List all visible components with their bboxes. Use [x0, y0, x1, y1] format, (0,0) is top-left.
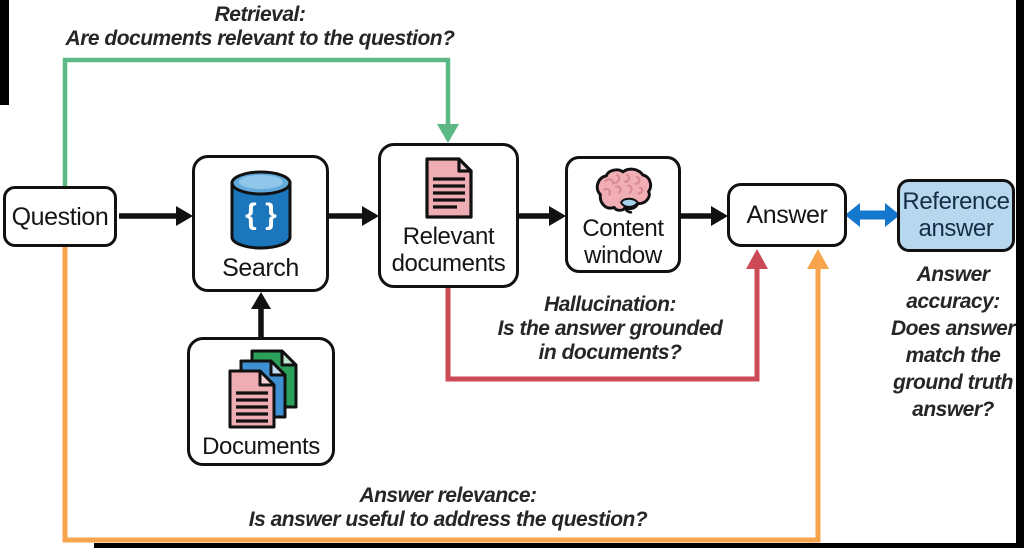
answer-relevance-annotation: Answer relevance: Is answer useful to ad… — [248, 484, 648, 531]
search-node: { } Search — [192, 155, 329, 292]
document-icon — [424, 157, 473, 219]
content-window-label: Content window — [582, 215, 664, 270]
question-node: Question — [3, 186, 117, 247]
reference-answer-node: Reference answer — [897, 179, 1015, 252]
relevant-documents-label: Relevant documents — [391, 223, 506, 277]
retrieval-path — [62, 57, 451, 186]
hallucination-path — [445, 268, 760, 382]
documents-node: Documents — [187, 337, 335, 466]
comparison-right-arrowhead-icon — [885, 203, 900, 227]
answer-accuracy-annotation: Answer accuracy: Does answer match the g… — [890, 263, 1016, 421]
reference-answer-label: Reference answer — [902, 187, 1010, 242]
database-icon: { } — [230, 170, 291, 250]
scan-artifact-bottom — [94, 543, 1024, 548]
arrowhead-search-to-relevant-icon — [362, 206, 379, 226]
arrowhead-content-to-answer-icon — [711, 206, 728, 226]
content-window-node: Content window — [565, 156, 681, 273]
retrieval-arrowhead-icon — [437, 124, 459, 143]
comparison-left-arrowhead-icon — [845, 203, 860, 227]
answer-node: Answer — [727, 183, 847, 247]
answer-relevance-path — [62, 247, 821, 543]
documents-stack-icon — [228, 349, 298, 429]
documents-label: Documents — [202, 433, 320, 460]
hallucination-annotation: Hallucination: Is the answer grounded in… — [497, 293, 723, 364]
brain-icon — [595, 167, 653, 214]
question-label: Question — [11, 202, 109, 231]
answer-relevance-arrowhead-icon — [807, 249, 829, 269]
database-glyph: { } — [245, 198, 277, 231]
arrowhead-question-to-search-icon — [176, 206, 193, 226]
answer-label: Answer — [746, 201, 828, 229]
search-label: Search — [222, 254, 299, 282]
arrowhead-documents-to-search-icon — [251, 292, 271, 309]
arrowhead-relevant-to-content-icon — [549, 206, 566, 226]
hallucination-arrowhead-icon — [746, 249, 768, 269]
relevant-documents-node: Relevant documents — [378, 143, 519, 288]
scan-artifact-left — [0, 0, 9, 105]
scan-artifact-right — [1016, 0, 1024, 548]
retrieval-annotation: Retrieval: Are documents relevant to the… — [65, 3, 455, 50]
